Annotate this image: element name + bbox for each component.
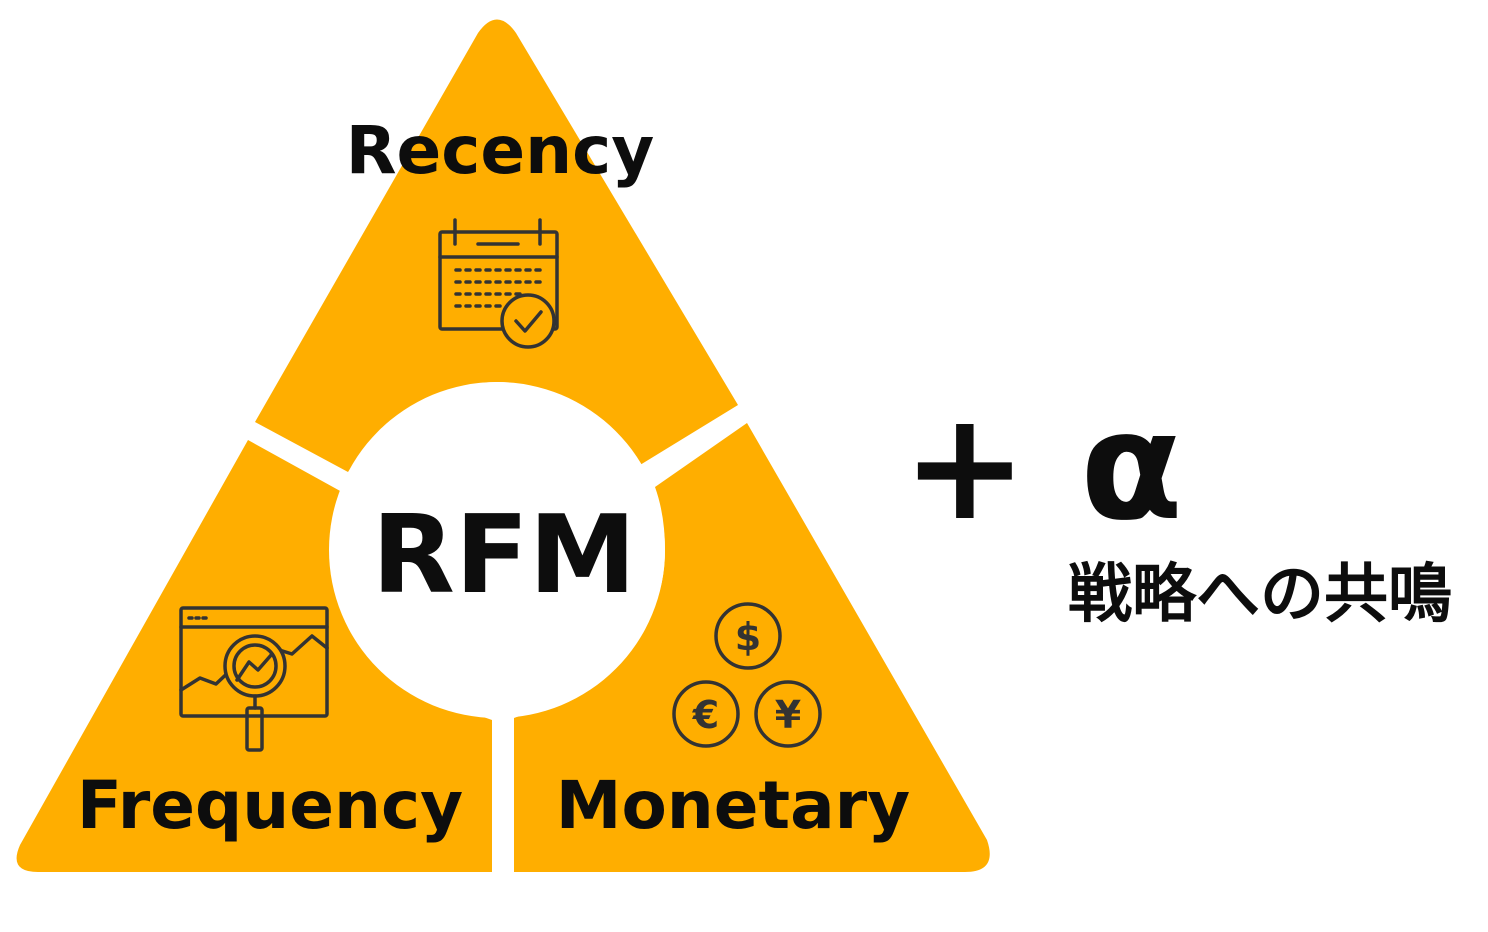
center-circle (329, 382, 665, 718)
rfm-triangle-diagram: Recency Frequency Monetary RFM (16, 19, 990, 872)
dollar-sign: $ (735, 615, 761, 659)
plus-alpha-label: + α (902, 380, 1183, 554)
euro-sign: € (692, 693, 719, 737)
strategy-resonance-label: 戦略への共鳴 (1068, 558, 1452, 632)
label-recency: Recency (346, 112, 655, 189)
segment-monetary (514, 423, 990, 872)
label-monetary: Monetary (556, 767, 910, 844)
calendar-check-icon (438, 218, 559, 349)
currency-coins-icon: $ € ¥ (672, 602, 822, 748)
analytics-magnifier-icon (179, 606, 329, 752)
yen-sign: ¥ (775, 693, 801, 737)
label-frequency: Frequency (77, 767, 463, 844)
center-label: RFM (372, 493, 636, 618)
